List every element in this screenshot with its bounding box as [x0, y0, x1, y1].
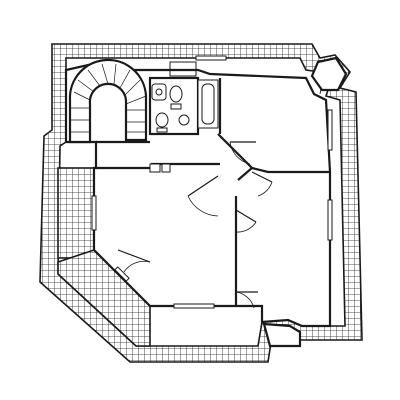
- door-swing: [235, 209, 257, 233]
- sink-icon: [151, 83, 167, 101]
- bathroom: [148, 61, 219, 136]
- window-southwest: [114, 266, 130, 282]
- door-swing: [235, 291, 258, 309]
- door-swing: [251, 171, 273, 197]
- interior-walls: [96, 78, 330, 306]
- windows: [91, 55, 333, 309]
- west-terrace-strip: [57, 167, 95, 259]
- window-east-lower: [327, 199, 333, 241]
- window-east: [327, 109, 333, 151]
- sink-icon: [178, 114, 190, 126]
- door-swing: [117, 249, 151, 273]
- window-south: [173, 303, 215, 309]
- southeast-projection: [262, 322, 302, 348]
- door-swing: [229, 141, 256, 165]
- window-west: [91, 195, 97, 231]
- stair-icon: [70, 63, 147, 133]
- bathtub-icon: [197, 79, 219, 129]
- door-swing: [187, 175, 219, 217]
- toilet-icon: [169, 85, 183, 110]
- window-north: [195, 55, 227, 61]
- spiral-staircase: [68, 58, 148, 144]
- corner-bay: [310, 56, 348, 92]
- toilet-icon: [155, 112, 169, 133]
